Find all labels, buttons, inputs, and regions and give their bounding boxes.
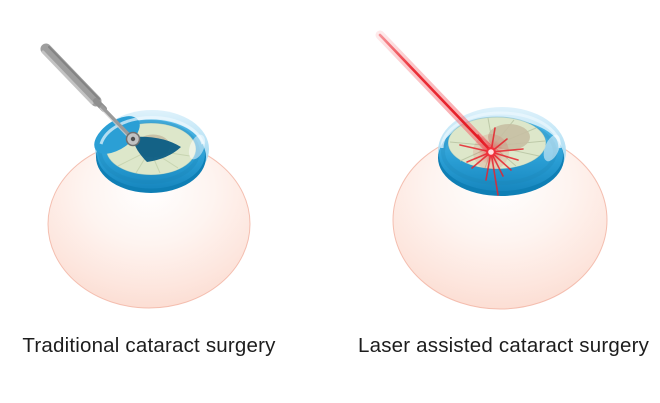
capsulotomy-opening [94,116,140,154]
laser-impact-starburst-icon [459,127,524,196]
incision-shadow [132,136,181,162]
surgical-probe-icon [40,43,141,147]
cornea-highlight [440,111,562,162]
eye-laser [375,30,608,310]
cornea-highlight [99,115,206,160]
caption-laser: Laser assisted cataract surgery [358,334,650,357]
laser-beam-icon [375,30,496,156]
eye-traditional [40,43,251,309]
caption-traditional: Traditional cataract surgery [22,334,276,357]
